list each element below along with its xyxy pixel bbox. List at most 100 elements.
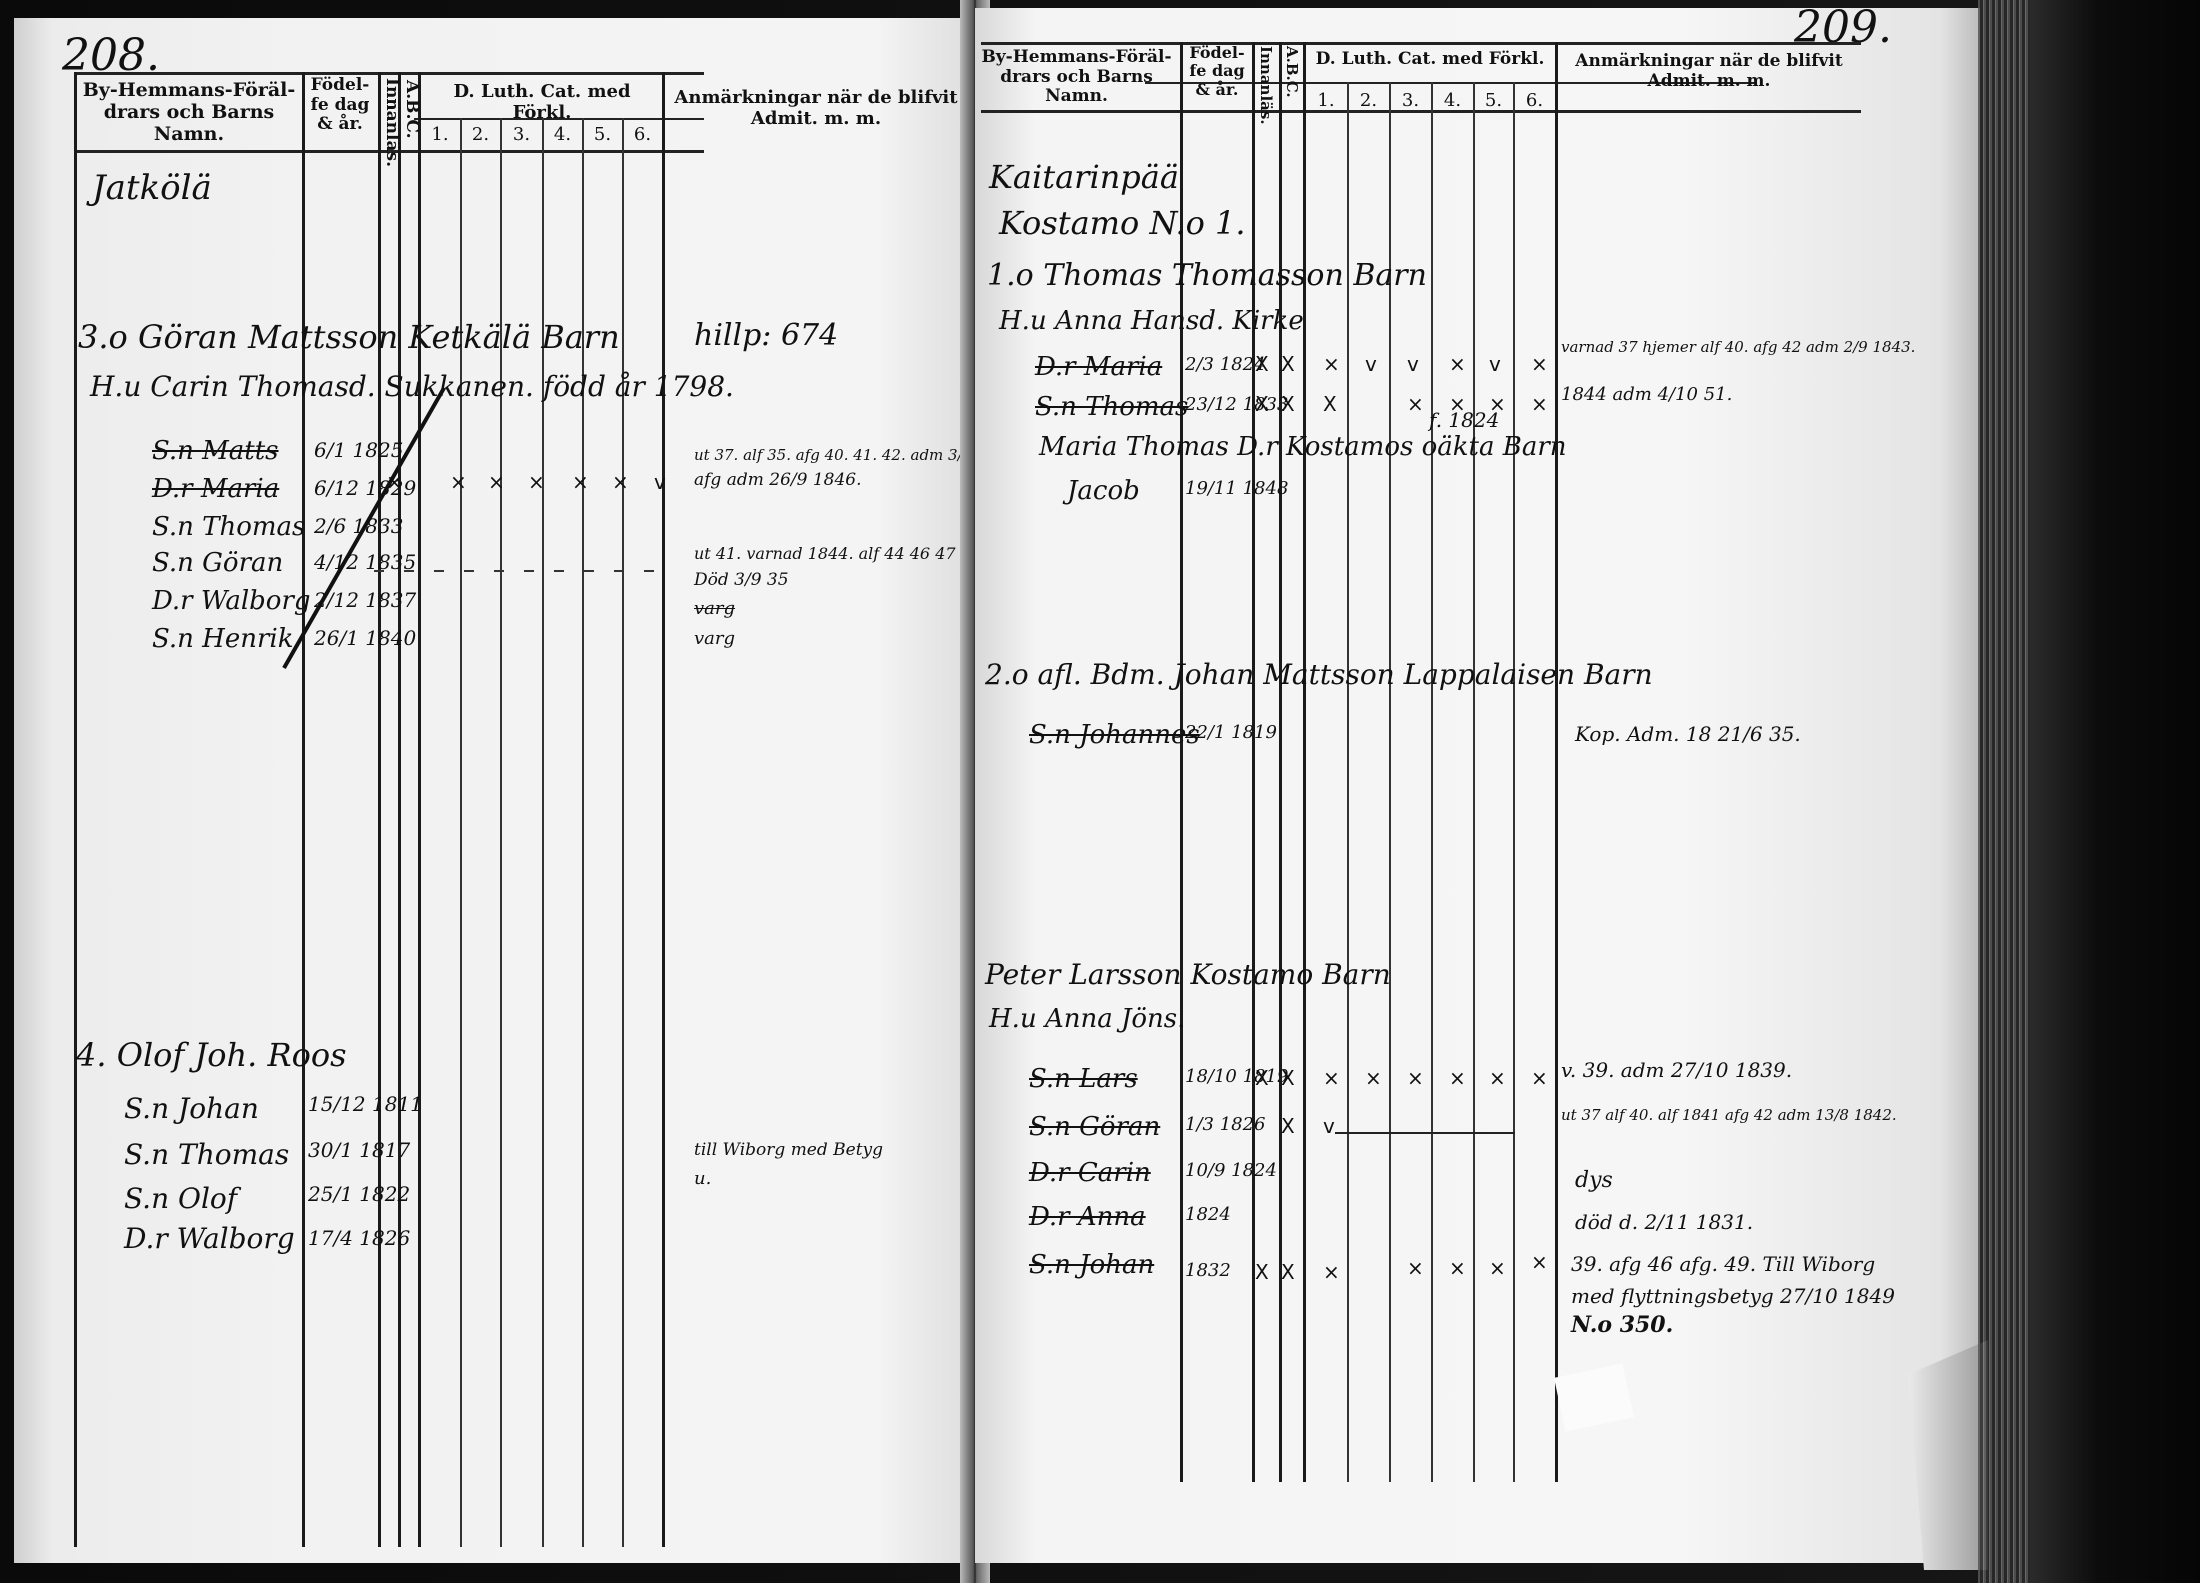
remark-text: med flyttningsbetyg 27/10 1849 [1571,1284,1895,1308]
check-mark: × [1489,392,1506,416]
catechism-num-2: 2. [1359,90,1378,111]
check-mark: × [528,470,545,494]
check-mark: × [1531,1250,1548,1274]
child-birthdate: 1/3 1826 [1185,1114,1266,1135]
header-top-rule [74,72,704,75]
check-mark: × [572,470,589,494]
check-mark: × [1365,1066,1382,1090]
household-wife: H.u Carin Thomasd. Sukkanen. född år 179… [90,370,734,403]
rule-c3 [1389,82,1391,1482]
dash-row [374,570,654,572]
child-birthdate: 2/3 1824 [1185,354,1266,375]
cancel-stroke [282,387,446,669]
child-name: D.r Maria [1035,352,1163,382]
remark-text: varg [694,628,736,649]
child-name: D.r Anna [1029,1202,1146,1232]
check-mark: × [450,470,467,494]
household-head: 4. Olof Joh. Roos [76,1036,347,1074]
rule-c4 [1431,82,1433,1482]
household-wife: H.u Anna Hansd. Kirke [999,306,1304,336]
catechism-num-3: 3. [512,124,531,145]
household-head: 3.o Göran Mattsson Ketkälä Barn [78,318,620,356]
page-edges [1978,0,2038,1583]
child-name: Jacob [1067,476,1140,506]
check-mark: X [1323,392,1337,416]
left-page: 208. By-Hemmans-Föräl-drars och Barns Na… [14,18,972,1563]
child-birthdate: 6/12 1829 [314,476,417,500]
check-mark: X [1281,1066,1295,1090]
rule-abc [1279,42,1282,1482]
rule-birth [302,72,305,1547]
remark-text: v. 39. adm 27/10 1839. [1561,1058,1793,1082]
child-birthdate: 18/10 1819 [1185,1066,1289,1087]
check-mark: × [1449,1256,1466,1280]
household-head: 1.o Thomas Thomasson Barn [987,258,1427,293]
catechism-column-header: D. Luth. Cat. med Förkl. [453,81,631,123]
check-mark: X [1281,1114,1295,1138]
dash-row [1335,1132,1515,1134]
child-name: S.n Göran [152,548,284,578]
remark-text: N.o 350. [1571,1312,1674,1338]
check-mark: ⅴ [654,470,666,494]
check-mark: × [1407,1256,1424,1280]
remarks-column-header: Anmärkningar när de blifvit Admit. m. m. [1575,51,1843,91]
check-mark: ⅴ [1407,352,1419,376]
header-top-rule [981,42,1861,45]
child-name: S.n Lars [1029,1064,1138,1094]
child-name: D.r Walborg [124,1222,295,1255]
header-bottom-rule [981,110,1861,113]
check-mark: × [612,470,629,494]
check-mark: X [1281,392,1295,416]
child-birthdate: 6/1 1825 [314,438,404,462]
catechism-column-header: D. Luth. Cat. med Förkl. [1315,49,1545,69]
catechism-num-6: 6. [633,124,652,145]
rule-c5 [582,118,584,1547]
rule-c5 [1473,82,1475,1482]
rule-c2 [1347,82,1349,1482]
check-mark: X [1255,392,1269,416]
catechism-num-5: 5. [1484,90,1503,111]
rule-abc [398,72,401,1547]
remark-text: 1844 adm 4/10 51. [1561,384,1733,405]
child-birthdate: 23/12 1833 [1185,394,1289,415]
child-birthdate: 25/1 1822 [308,1182,411,1206]
child-birthdate: 10/9 1824 [1185,1160,1277,1181]
household-head: Peter Larsson Kostamo Barn [985,958,1391,991]
household-wife: H.u Anna Jöns. [989,1004,1186,1034]
check-mark: X [1281,352,1295,376]
child-birthdate: 2/12 1837 [314,588,417,612]
rule-c2 [460,118,462,1547]
check-mark: × [1531,1066,1548,1090]
check-mark: × [488,470,505,494]
birth-column-header: Födel-fe dag & år. [1189,43,1245,99]
check-mark: × [1407,392,1424,416]
check-mark: × [1449,392,1466,416]
household-reference: hillp: 674 [694,318,839,353]
catechism-num-1: 1. [1317,90,1335,111]
remark-text: 39. afg 46 afg. 49. Till Wiborg [1571,1252,1876,1276]
check-mark: ⅴ [1365,352,1377,376]
child-birthdate: 26/1 1840 [314,626,417,650]
catechism-subrule [1145,82,1755,84]
remark-text: död d. 2/11 1831. [1575,1210,1754,1234]
rule-remarks [1555,42,1558,1482]
page-tear [1908,1340,1988,1570]
child-birthdate: 19/11 1848 [1185,478,1289,499]
dark-background [2030,0,2200,1583]
remark-text: ut 41. varnad 1844. alf 44 46 47 [694,544,956,563]
rule-birth [1180,42,1183,1482]
check-mark: × [1323,1066,1340,1090]
child-name: S.n Thomas [124,1138,290,1171]
child-name: S.n Johan [1029,1250,1155,1280]
birth-column-header: Födel-fe dag & år. [310,75,370,135]
child-birthdate: 1832 [1185,1260,1231,1281]
rule-c3 [500,118,502,1547]
check-mark: × [1531,392,1548,416]
remark-text: dys [1575,1168,1613,1193]
abc-column-header: A.B.C. [402,80,422,139]
remark-text: ut 37. alf 35. afg 40. 41. 42. adm 3/8 1… [694,446,972,464]
catechism-num-2: 2. [471,124,490,145]
check-mark: × [1449,1066,1466,1090]
child-name: S.n Johan [124,1092,259,1125]
